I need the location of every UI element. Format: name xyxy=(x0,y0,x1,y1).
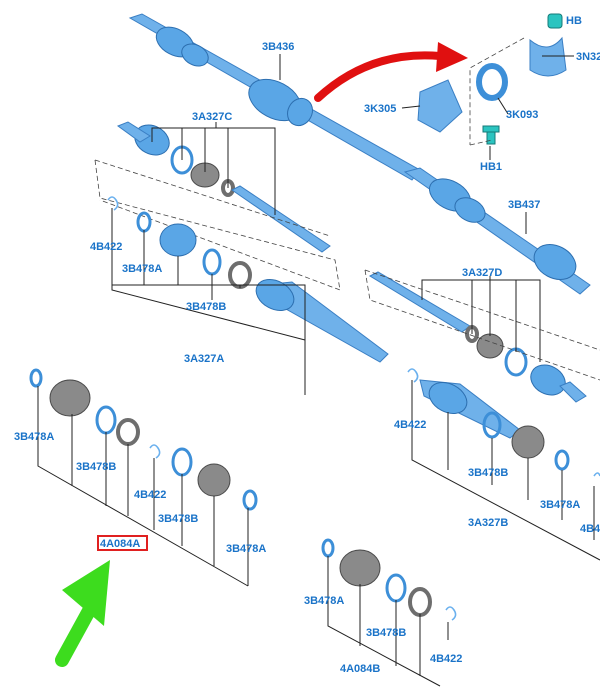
kit-3a327d xyxy=(368,271,587,403)
label-3k093[interactable]: 3K093 xyxy=(506,109,538,121)
kit-3a327c xyxy=(116,121,331,253)
parts-lower-right xyxy=(407,368,600,477)
label-leaders xyxy=(111,54,574,414)
bracket-3a327d xyxy=(421,279,541,362)
label-3b478a-c[interactable]: 3B478A xyxy=(226,543,266,555)
label-3k305[interactable]: 3K305 xyxy=(364,103,396,115)
pointer-arrow-icon xyxy=(55,560,110,667)
label-3a327b[interactable]: 3A327B xyxy=(468,517,508,529)
label-3a327d[interactable]: 3A327D xyxy=(462,267,502,279)
label-3a327c[interactable]: 3A327C xyxy=(192,111,232,123)
label-3b478b-b[interactable]: 3B478B xyxy=(76,461,116,473)
label-3a327a[interactable]: 3A327A xyxy=(184,353,224,365)
label-3b478b-a[interactable]: 3B478B xyxy=(186,301,226,313)
driveshaft-3b436 xyxy=(128,13,591,295)
label-3b478b-c[interactable]: 3B478B xyxy=(158,513,198,525)
label-hb-top[interactable]: HB xyxy=(566,15,582,27)
label-3n32[interactable]: 3N32 xyxy=(576,51,600,63)
part-labels: HB 3N32 3B436 3K305 3K093 HB1 3A327C 3B4… xyxy=(14,15,600,675)
dashed-guide-right xyxy=(364,269,600,381)
label-3b478a-d[interactable]: 3B478A xyxy=(540,499,580,511)
dashed-guide-left xyxy=(94,159,341,291)
bearing-bracket-group xyxy=(417,13,567,146)
label-3b478a-a[interactable]: 3B478A xyxy=(122,263,162,275)
bracket-3a327c xyxy=(151,127,276,215)
kit-4a084a xyxy=(29,368,258,511)
label-4a084b[interactable]: 4A084B xyxy=(340,663,380,675)
label-4b422-b[interactable]: 4B422 xyxy=(134,489,166,501)
label-4b422-d[interactable]: 4B422 xyxy=(430,653,462,665)
label-3b436[interactable]: 3B436 xyxy=(262,41,294,53)
curved-arrow-icon xyxy=(314,42,468,102)
bracket-4a084a xyxy=(37,386,249,587)
label-3b478b-d[interactable]: 3B478B xyxy=(468,467,508,479)
label-3b437[interactable]: 3B437 xyxy=(508,199,540,211)
label-4a084a[interactable]: 4A084A xyxy=(100,538,140,550)
label-4b422-c[interactable]: 4B422 xyxy=(394,419,426,431)
label-hb1[interactable]: HB1 xyxy=(480,161,502,173)
kit-4a084b xyxy=(321,538,457,621)
label-3b478a-e[interactable]: 3B478A xyxy=(304,595,344,607)
label-4b422-a[interactable]: 4B422 xyxy=(90,241,122,253)
label-3b478b-e[interactable]: 3B478B xyxy=(366,627,406,639)
highlight-box xyxy=(97,535,148,551)
parts-left-middle xyxy=(107,196,389,363)
bracket-4a084b xyxy=(327,556,449,687)
label-4b4-edge[interactable]: 4B4 xyxy=(580,523,600,535)
label-3b478a-b[interactable]: 3B478A xyxy=(14,431,54,443)
